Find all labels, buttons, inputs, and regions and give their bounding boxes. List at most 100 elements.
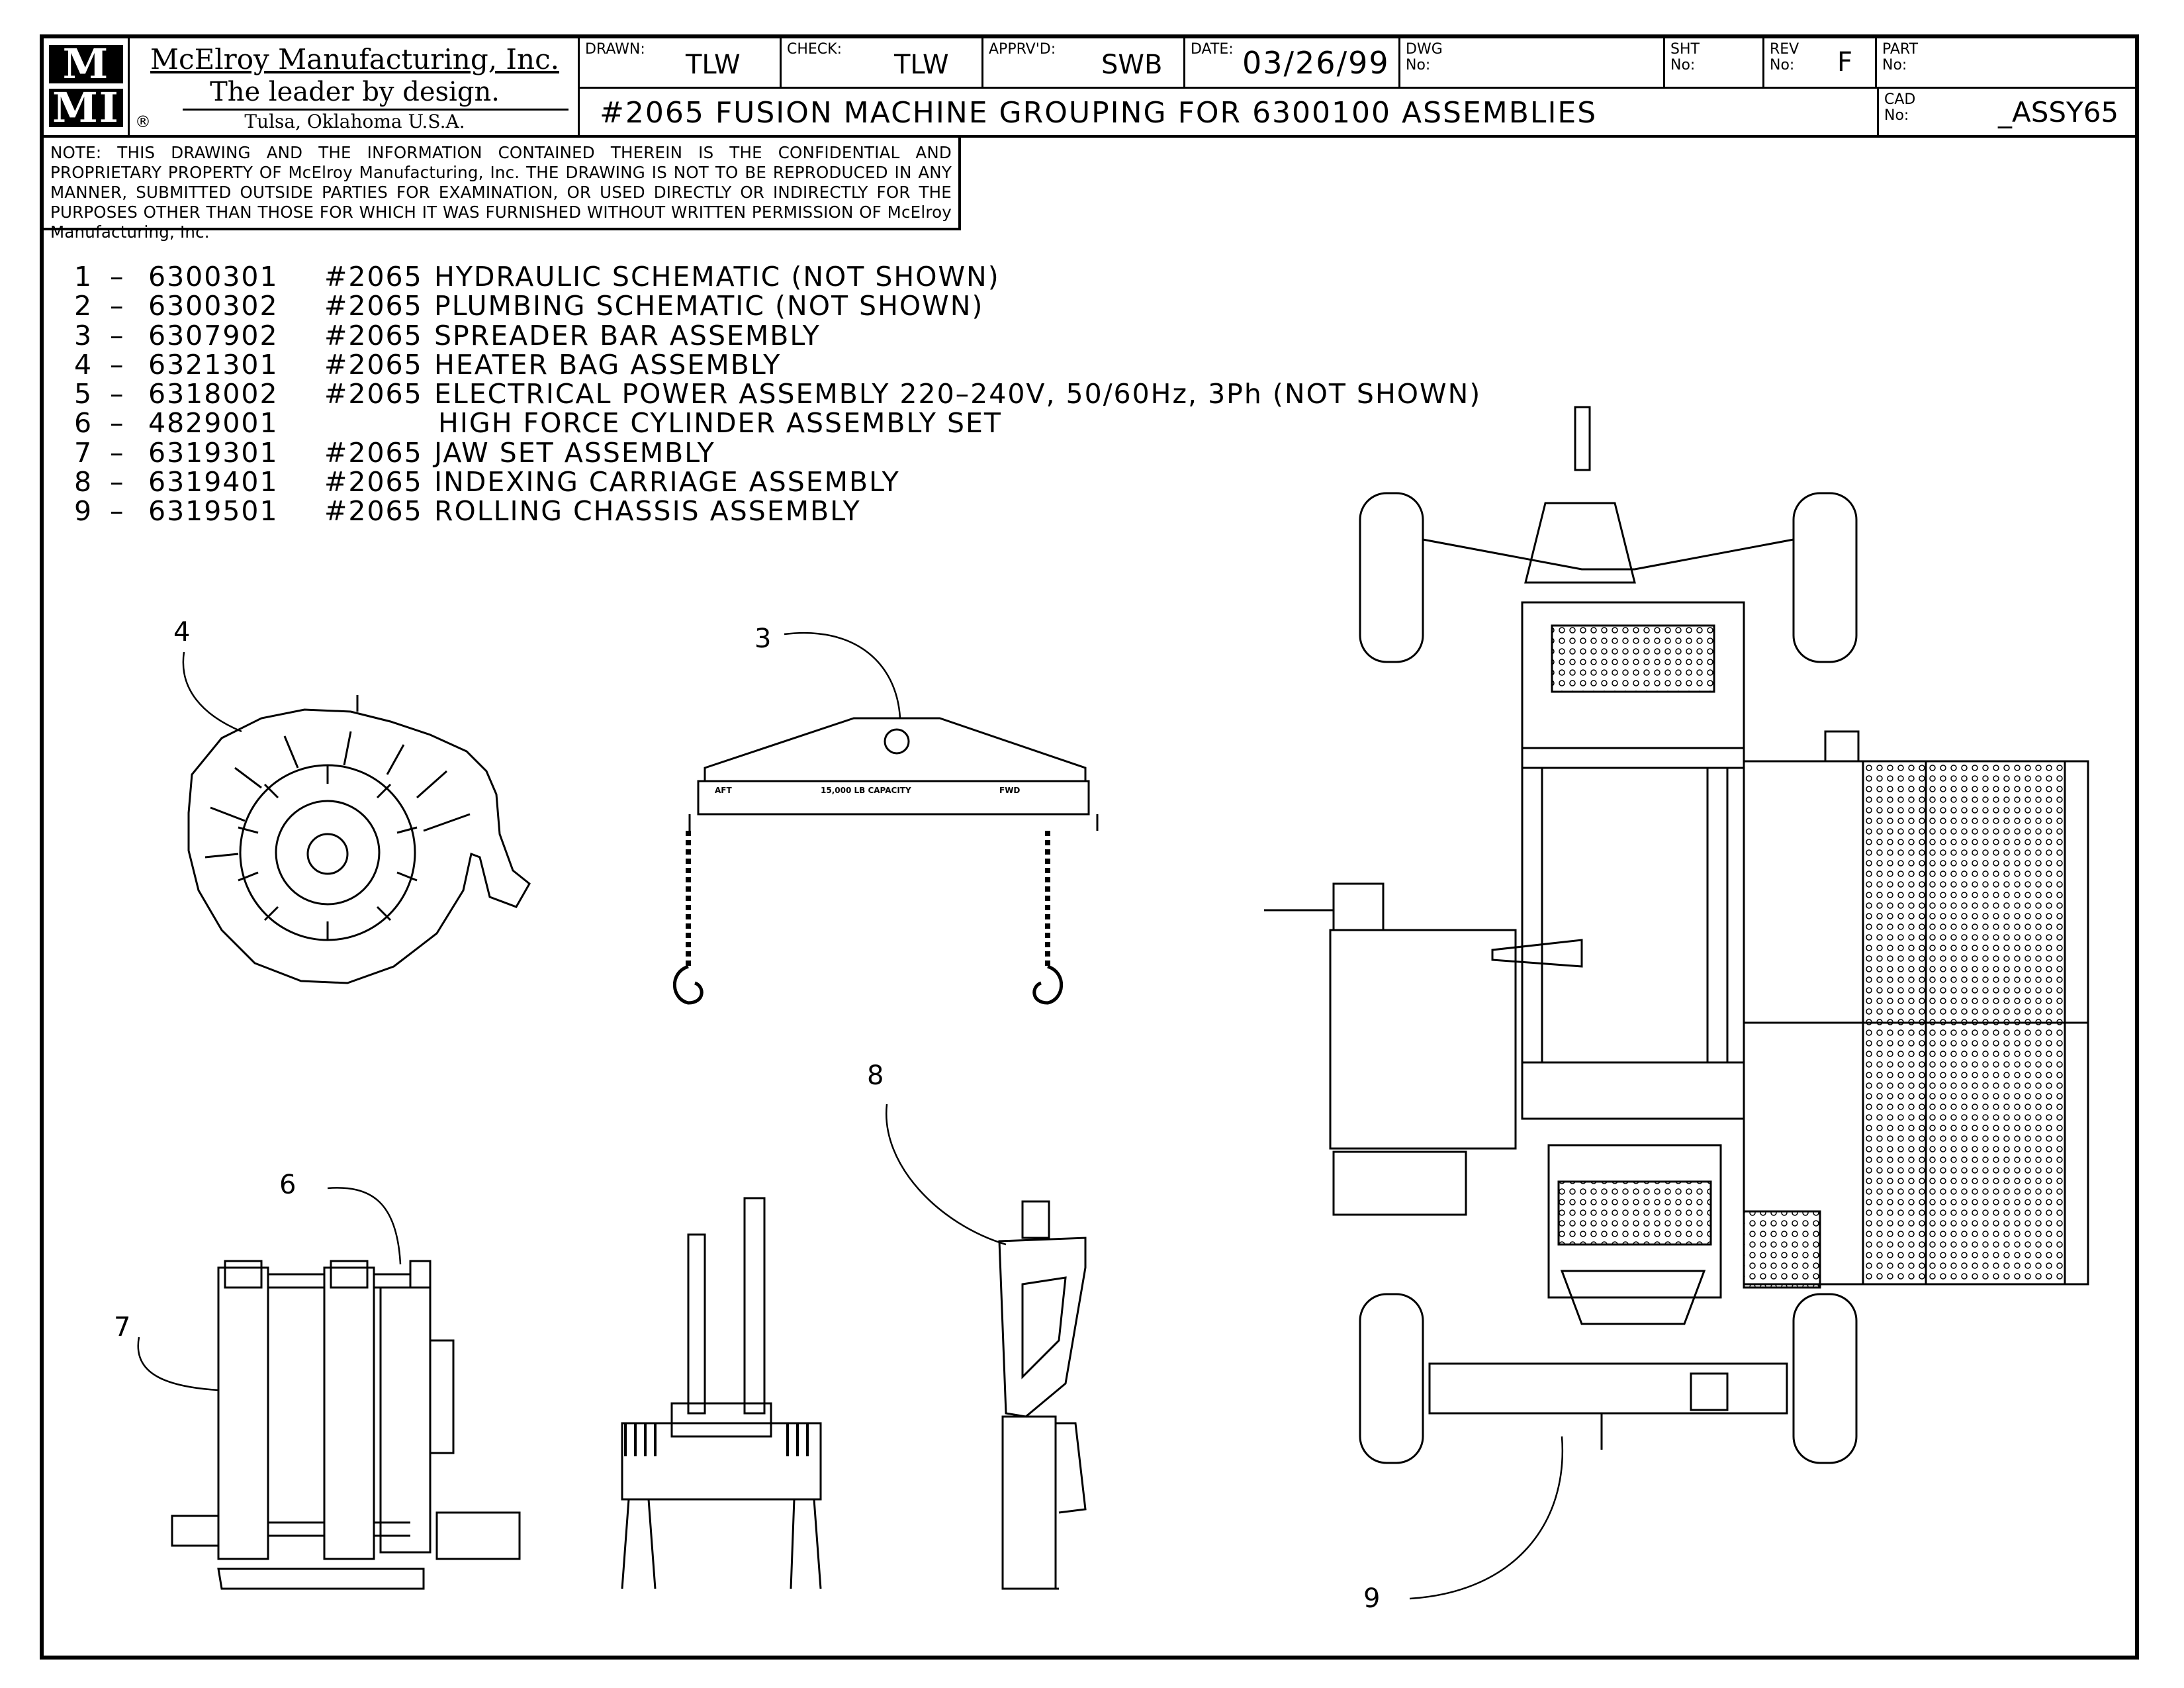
- cylinder-front-view: [621, 1197, 822, 1589]
- chassis-step: [1743, 1210, 1821, 1289]
- dwg-no-label: No:: [1406, 57, 1431, 73]
- spreader-bar-left-hook: [672, 964, 704, 1005]
- parts-list-item-number: 5: [74, 378, 93, 410]
- chassis-rear-hitch: [1574, 406, 1591, 471]
- jaw-fixed-base: [435, 1511, 521, 1560]
- cylinder-rods-bottom: [268, 1521, 410, 1537]
- parts-list-item-number: 9: [74, 495, 93, 528]
- parts-list-model: #2065: [324, 261, 423, 293]
- parts-list-item-number: 1: [74, 261, 93, 293]
- chassis-wheel-rear-left: [1359, 492, 1424, 663]
- parts-list-description: SPREADER BAR ASSEMBLY: [434, 319, 821, 352]
- parts-list-dash: –: [110, 378, 125, 410]
- registered-mark: ®: [135, 113, 151, 131]
- rolling-chassis-assembly: [1264, 406, 2089, 1464]
- parts-list-description: ELECTRICAL POWER ASSEMBLY 220–240V, 50/6…: [434, 378, 1482, 410]
- parts-list-description: JAW SET ASSEMBLY: [434, 436, 715, 469]
- chassis-rear-axle: [1422, 538, 1794, 571]
- parts-list-model: #2065: [324, 466, 423, 498]
- company-block: McElroy Manufacturing, Inc. The leader b…: [130, 38, 580, 135]
- mmi-logo: M MI: [44, 38, 130, 135]
- cad-value: _ASSY65: [1998, 96, 2119, 128]
- spreader-bar-top: [704, 717, 1087, 782]
- approved-label: APPRV'D:: [989, 41, 1056, 58]
- parts-list-model: #2065: [324, 290, 423, 322]
- chassis-mid-crossmember: [1521, 1061, 1745, 1120]
- cylinder-front-left-post: [687, 1233, 706, 1415]
- carriage-head: [1021, 1200, 1050, 1239]
- parts-list-description: HIGH FORCE CYLINDER ASSEMBLY SET: [438, 407, 1002, 440]
- callout-8: 8: [867, 1060, 884, 1091]
- parts-list-description: PLUMBING SCHEMATIC (NOT SHOWN): [434, 290, 984, 322]
- cylinder-front-legs: [621, 1499, 822, 1589]
- callout-6: 6: [279, 1170, 296, 1200]
- parts-list-dash: –: [110, 436, 125, 469]
- leader-4: [182, 651, 242, 733]
- heater-bag-center: [306, 833, 349, 875]
- cylinder-front-right-post: [743, 1197, 766, 1415]
- parts-list-description: HYDRAULIC SCHEMATIC (NOT SHOWN): [434, 261, 1000, 293]
- parts-list-dash: –: [110, 495, 125, 528]
- jaw-right-top-block: [330, 1260, 369, 1289]
- check-label: CHECK:: [787, 41, 842, 58]
- heater-bag-segments: [238, 765, 418, 940]
- spreader-bar-fwd-label: FWD: [999, 786, 1020, 795]
- parts-list-dash: –: [110, 319, 125, 352]
- sheet-no-label: No:: [1670, 57, 1696, 73]
- parts-list-item-number: 6: [74, 407, 93, 440]
- drawing-sheet: M MI McElroy Manufacturing, Inc. The lea…: [40, 34, 2139, 1660]
- parts-list-part-number: 4829001: [148, 407, 279, 440]
- jaw-right: [323, 1266, 375, 1560]
- parts-list-model: #2065: [324, 319, 423, 352]
- heater-bag-assembly: [187, 695, 531, 984]
- cylinder-top: [409, 1260, 432, 1289]
- sheet-label: SHT: [1670, 41, 1700, 58]
- parts-list-model: #2065: [324, 495, 423, 528]
- heater-bag-outline: [187, 708, 531, 984]
- cad-no-label: No:: [1884, 107, 1909, 124]
- parts-list-part-number: 6319401: [148, 466, 279, 498]
- spreader-bar-end-tabs: [688, 814, 1099, 831]
- leader-8: [885, 1103, 1007, 1246]
- carriage-column: [1001, 1415, 1057, 1590]
- parts-list-part-number: 6300301: [148, 261, 279, 293]
- parts-list-item-number: 7: [74, 436, 93, 469]
- callout-9: 9: [1363, 1583, 1381, 1614]
- parts-list-part-number: 6319301: [148, 436, 279, 469]
- chassis-front-box: [1690, 1372, 1729, 1411]
- chassis-wheel-rear-right: [1792, 492, 1858, 663]
- parts-list-item-number: 3: [74, 319, 93, 352]
- company-location: Tulsa, Oklahoma U.S.A.: [244, 111, 465, 132]
- logo-bottom-letters: MI: [49, 87, 123, 128]
- heater-bag-hub-inner: [275, 800, 381, 906]
- drawn-label: DRAWN:: [585, 41, 645, 58]
- spreader-bar-right-hook: [1032, 964, 1064, 1005]
- parts-list-part-number: 6300302: [148, 290, 279, 322]
- spreader-bar-aft-label: AFT: [715, 786, 732, 795]
- confidentiality-note: NOTE: THIS DRAWING AND THE INFORMATION C…: [44, 138, 961, 242]
- chassis-front-axle: [1428, 1362, 1788, 1415]
- leader-6: [327, 1187, 402, 1265]
- part-label: PART: [1882, 41, 1919, 58]
- cylinder-front-body: [621, 1422, 822, 1501]
- revision-no-label: No:: [1770, 57, 1795, 73]
- date-cell: DATE: 03/26/99: [1185, 38, 1400, 87]
- revision-cell: REV No: F: [1764, 38, 1877, 87]
- spreader-bar-beam: [697, 780, 1090, 816]
- jaw-side-plate: [429, 1339, 455, 1454]
- revision-label: REV: [1770, 41, 1799, 58]
- part-cell: PART No:: [1877, 38, 2139, 87]
- heater-bag-hub-outer: [239, 764, 416, 941]
- parts-list-item-number: 2: [74, 290, 93, 322]
- callout-7: 7: [114, 1312, 131, 1342]
- dwg-label: DWG: [1406, 41, 1443, 58]
- jaw-base-rail: [217, 1568, 425, 1590]
- chassis-right-rail: [1706, 767, 1729, 1064]
- spreader-bar-lift-eye: [884, 728, 910, 755]
- check-cell: CHECK: TLW: [782, 38, 983, 87]
- heater-bag-outer-ribs: [205, 731, 471, 859]
- tagline-rule: [183, 109, 569, 111]
- carriage-arm: [998, 1237, 1087, 1418]
- chassis-control-box: [1332, 1150, 1467, 1216]
